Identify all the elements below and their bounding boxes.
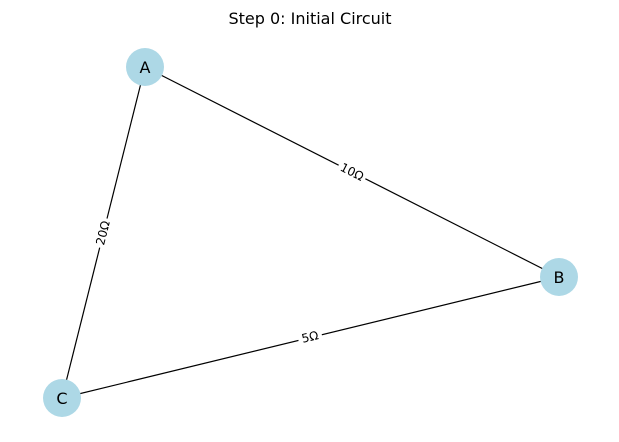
edge-labels: 10Ω 20Ω 5Ω [91, 158, 369, 348]
edge-label-b-c-text: 5Ω [300, 328, 320, 346]
node-c-circle [43, 379, 81, 417]
node-b-circle [540, 258, 578, 296]
nodes: A B C [43, 48, 578, 417]
edge-label-a-c: 20Ω [91, 216, 115, 250]
edge-label-a-b: 10Ω [335, 158, 369, 186]
edge-label-b-c: 5Ω [296, 326, 324, 348]
node-a-circle [126, 48, 164, 86]
node-a: A [126, 48, 164, 86]
node-a-label: A [140, 58, 151, 77]
node-b: B [540, 258, 578, 296]
diagram-title: Step 0: Initial Circuit [228, 9, 391, 28]
node-c-label: C [56, 389, 67, 408]
edges [61, 66, 560, 399]
node-b-label: B [554, 268, 565, 287]
node-c: C [43, 379, 81, 417]
edge-label-a-c-text: 20Ω [93, 219, 112, 246]
